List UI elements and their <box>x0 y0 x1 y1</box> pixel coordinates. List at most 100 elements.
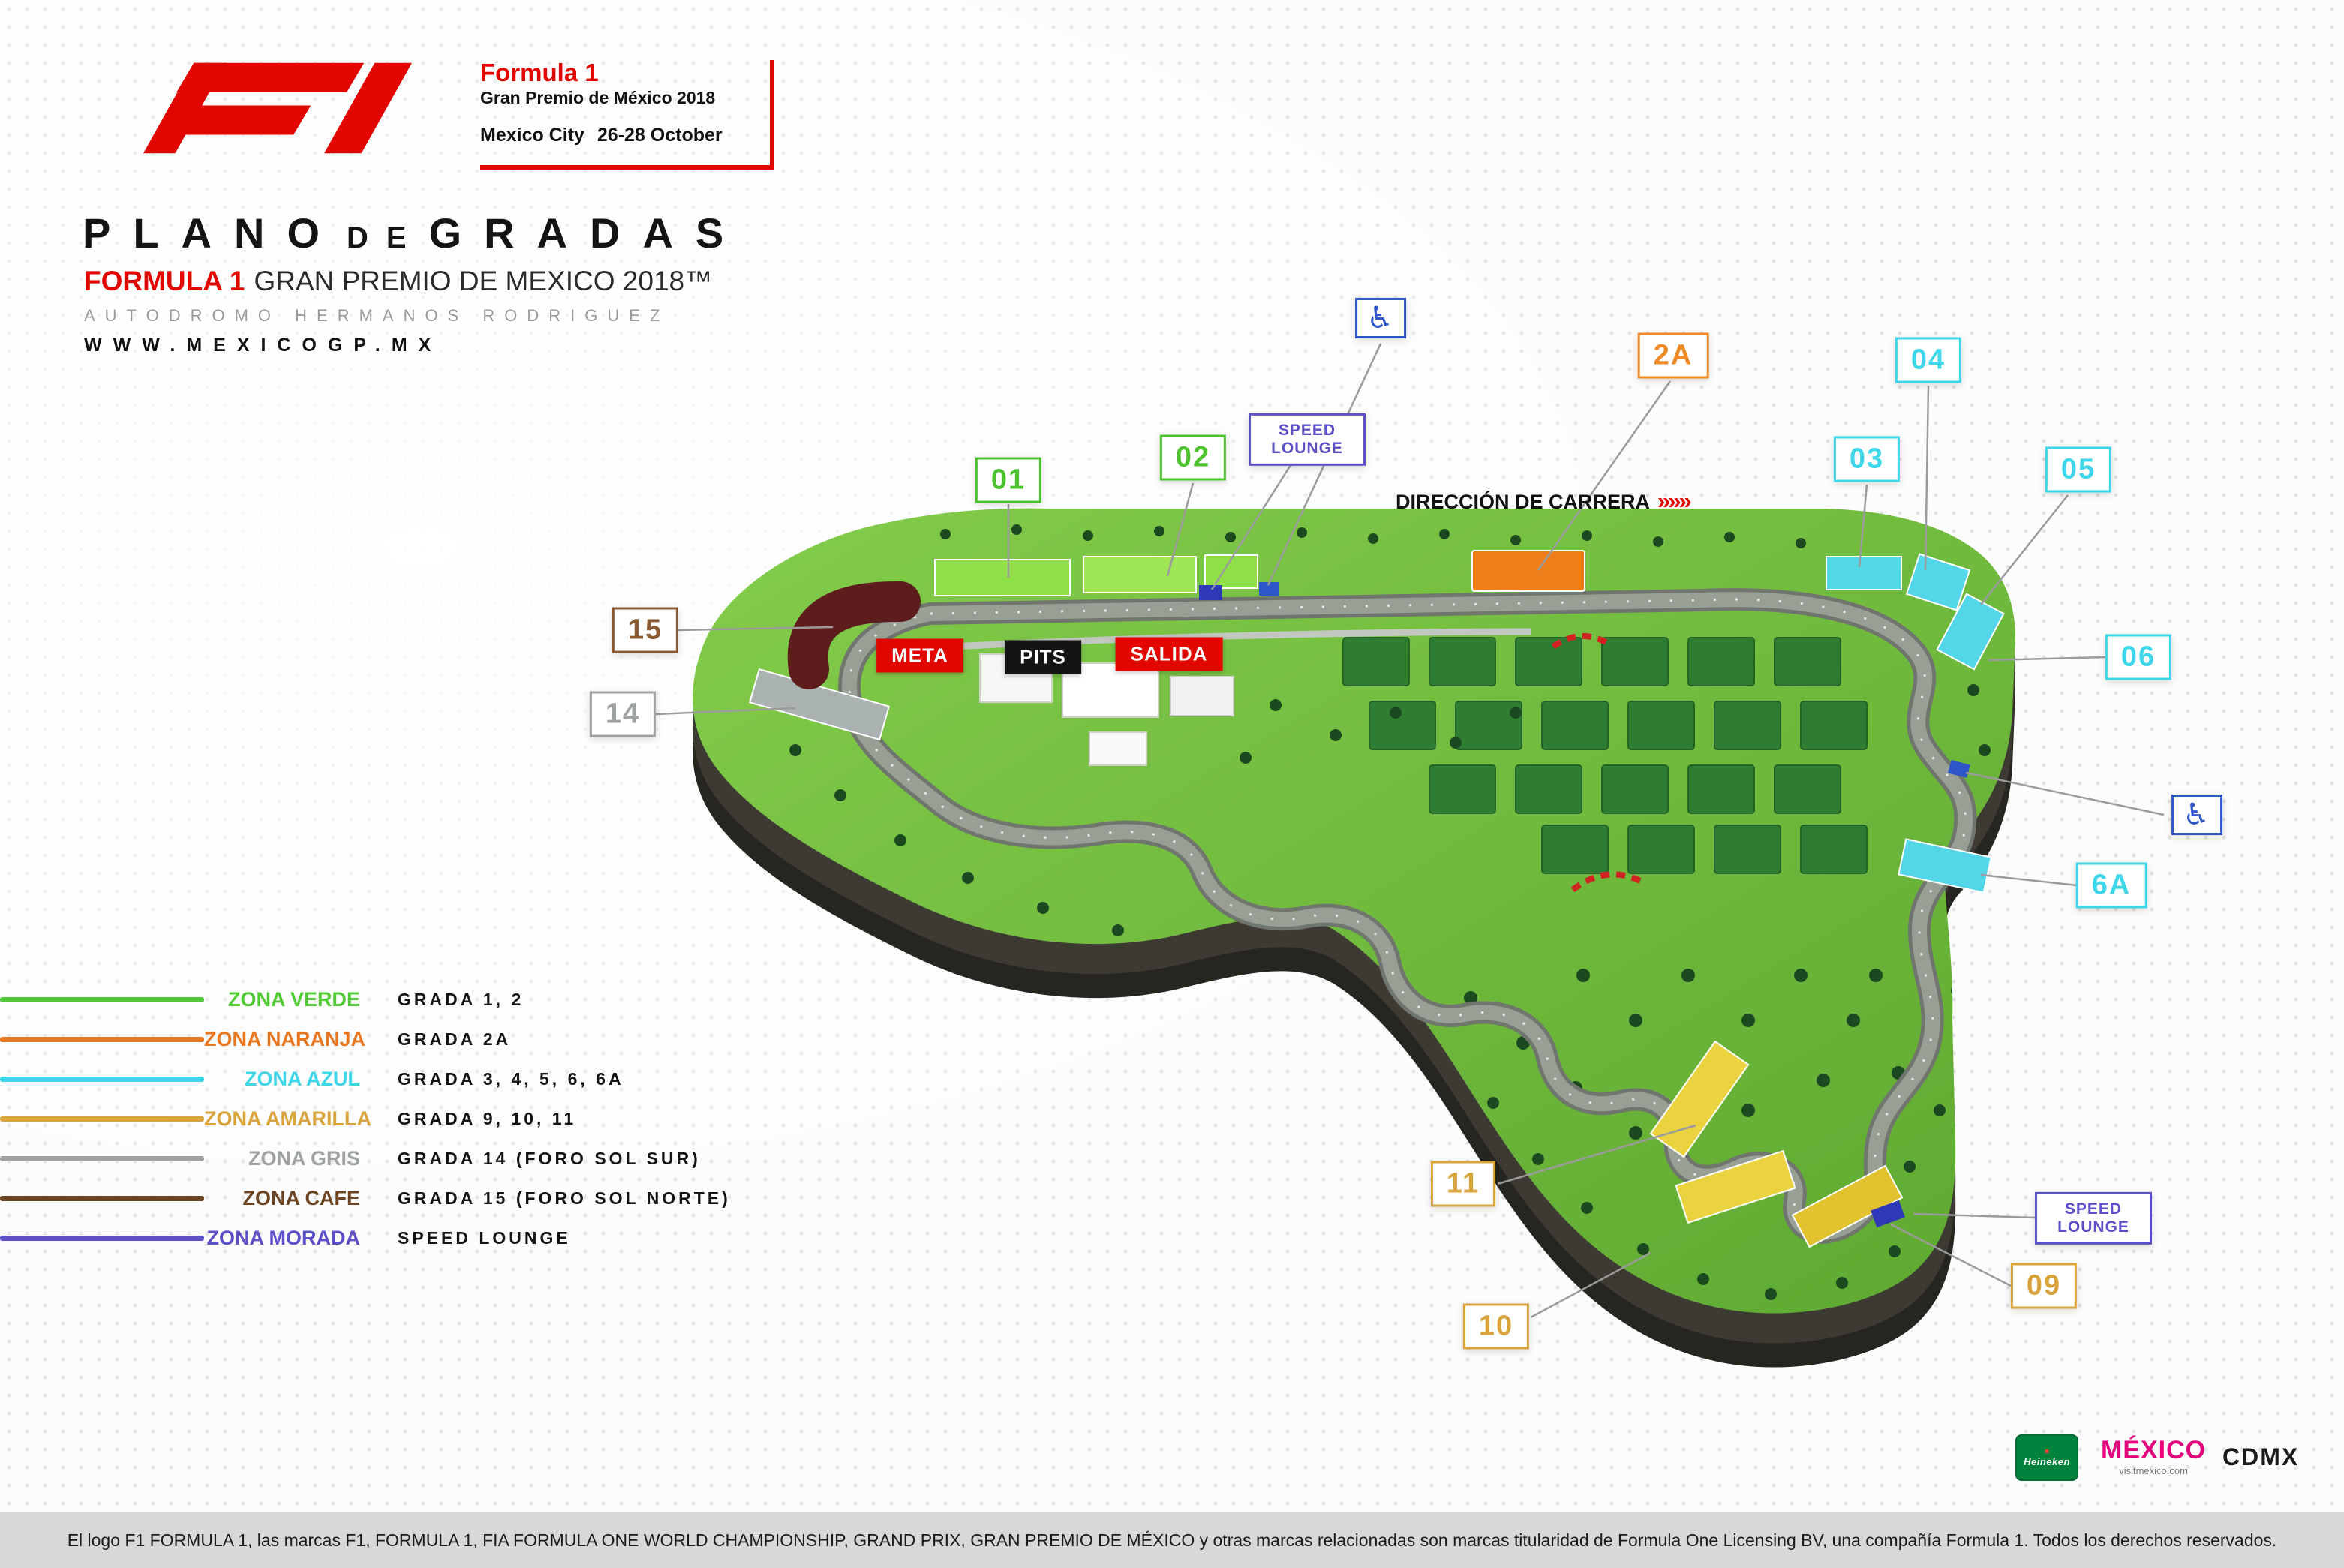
wheelchair-marker-right <box>1948 759 1970 779</box>
pits-label: PITS <box>1005 640 1081 674</box>
legend-zone-label: ZONA GRIS <box>248 1147 360 1170</box>
cdmx-logo: CDMX <box>2222 1443 2300 1470</box>
title-word-3: GRADAS <box>428 209 747 257</box>
wheelchair-access-label-top: ♿ <box>1355 298 1406 338</box>
legend-color-line <box>0 1077 204 1082</box>
wheelchair-access-label-right: ♿ <box>2171 795 2222 835</box>
legend-zone-label: ZONA VERDE <box>227 988 360 1011</box>
stand-02b <box>1204 554 1258 589</box>
grandstand-label-03: 03 <box>1833 436 1901 482</box>
event-brand-block: Formula 1 Gran Premio de México 2018 Mex… <box>480 59 774 170</box>
grandstand-label-2A: 2A <box>1637 332 1709 379</box>
brand-city-row: Mexico City 26-28 October <box>480 125 770 146</box>
speed-lounge-marker-bottom <box>1871 1200 1905 1228</box>
speed-lounge-label-top: SPEED LOUNGE <box>1249 413 1366 467</box>
legend-zone-label: ZONA NARANJA <box>204 1028 365 1050</box>
stand-05-06 <box>1936 593 2005 671</box>
legend-zone-desc: GRADA 1, 2 <box>398 990 524 1009</box>
curb-stadium <box>1570 871 1642 893</box>
stand-10 <box>1675 1149 1796 1224</box>
race-direction-text: DIRECCIÓN DE CARRERA <box>1396 491 1651 513</box>
grandstands <box>748 550 2005 1248</box>
legend-row-cafe: ZONA CAFE GRADA 15 (FORO SOL NORTE) <box>0 1179 731 1218</box>
orchard-blocks <box>1342 637 1868 874</box>
grandstand-label-06: 06 <box>2105 634 2172 680</box>
legend-color-line <box>0 1236 204 1241</box>
mexico-wordmark: MÉXICO <box>2101 1436 2207 1464</box>
f1-logo <box>143 62 413 154</box>
stand-09 <box>1791 1164 1904 1248</box>
stand-2A <box>1471 550 1585 592</box>
legend-row-verde: ZONA VERDE GRADA 1, 2 <box>0 980 731 1020</box>
page-subtitle: FORMULA 1 GRAN PREMIO DE MEXICO 2018™ <box>84 266 712 297</box>
leader-lines <box>655 343 2165 1319</box>
heineken-wordmark: Heineken <box>2024 1456 2070 1467</box>
stand-01 <box>934 559 1071 596</box>
race-direction-arrows-icon: »»» <box>1657 488 1692 514</box>
salida-label: SALIDA <box>1115 637 1223 671</box>
race-direction-label: DIRECCIÓN DE CARRERA »»» <box>1396 488 1692 515</box>
brand-event: Gran Premio de México 2018 <box>480 87 716 107</box>
grandstand-label-15: 15 <box>612 607 679 653</box>
legend-row-morada: ZONA MORADA SPEED LOUNGE <box>0 1218 731 1258</box>
grandstand-label-01: 01 <box>975 457 1042 503</box>
legend-color-line <box>0 997 204 1002</box>
legend-zone-desc: GRADA 14 (FORO SOL SUR) <box>398 1149 701 1168</box>
speed-lounge-label-bottom: SPEED LOUNGE <box>2035 1191 2152 1245</box>
stand-02 <box>1083 556 1197 593</box>
grandstand-label-05: 05 <box>2045 446 2112 493</box>
stand-04 <box>1905 553 1971 611</box>
heineken-logo: ★ Heineken <box>2015 1434 2078 1481</box>
title-word-2: DE <box>347 221 425 254</box>
legend-zone-label: ZONA AZUL <box>245 1068 360 1090</box>
stand-03 <box>1826 556 1902 590</box>
subtitle-brand: FORMULA 1 <box>84 266 245 296</box>
meta-label: META <box>876 638 963 673</box>
legend-zone-desc: GRADA 3, 4, 5, 6, 6A <box>398 1069 624 1089</box>
legal-disclaimer: El logo F1 FORMULA 1, las marcas F1, FOR… <box>67 1530 2277 1550</box>
grandstand-label-10: 10 <box>1462 1303 1530 1350</box>
legend-color-line <box>0 1037 204 1042</box>
legend-zone-label: ZONA CAFE <box>242 1187 361 1209</box>
legend-zone-desc: GRADA 9, 10, 11 <box>398 1109 577 1128</box>
speed-lounge-marker-top <box>1199 585 1222 600</box>
brand-series: Formula 1 <box>480 59 599 86</box>
brand-city: Mexico City <box>480 124 584 146</box>
brand-dates: 26-28 October <box>597 124 723 146</box>
legend-zone-label: ZONA MORADA <box>206 1227 360 1249</box>
title-word-1: PLANO <box>83 209 342 257</box>
stand-15-foro-sol-norte <box>787 581 921 689</box>
visitmexico-url: visitmexico.com <box>2119 1465 2188 1476</box>
legend-zone-desc: GRADA 2A <box>398 1029 512 1049</box>
heineken-star-icon: ★ <box>2043 1447 2051 1456</box>
grandstand-label-04: 04 <box>1895 337 1962 383</box>
grandstand-label-14: 14 <box>589 691 657 737</box>
grandstand-label-6A: 6A <box>2075 862 2147 909</box>
legend-zone-desc: GRADA 15 (FORO SOL NORTE) <box>398 1188 731 1208</box>
legend-row-azul: ZONA AZUL GRADA 3, 4, 5, 6, 6A <box>0 1059 731 1099</box>
footer-bar: El logo F1 FORMULA 1, las marcas F1, FOR… <box>0 1512 2344 1568</box>
stand-14-foro-sol-sur <box>748 668 891 741</box>
visit-mexico-logo: MÉXICO visitmexico.com <box>2101 1437 2206 1476</box>
legend-zone-desc: SPEED LOUNGE <box>398 1228 571 1248</box>
legend-row-amarilla: ZONA AMARILLA GRADA 9, 10, 11 <box>0 1099 731 1139</box>
venue-name: AUTODROMO HERMANOS RODRIGUEZ <box>84 306 670 325</box>
grandstand-label-02: 02 <box>1159 434 1227 481</box>
website-url: WWW.MEXICOGP.MX <box>84 335 443 356</box>
legend-zone-label: ZONA AMARILLA <box>204 1107 371 1130</box>
subtitle-rest: GRAN PREMIO DE MEXICO 2018™ <box>254 266 713 296</box>
legend-row-naranja: ZONA NARANJA GRADA 2A <box>0 1020 731 1059</box>
wheelchair-marker-top <box>1259 582 1279 596</box>
legend-color-line <box>0 1156 204 1161</box>
curb-1 <box>1551 633 1611 650</box>
grandstand-label-11: 11 <box>1430 1161 1496 1207</box>
legend-color-line <box>0 1116 204 1122</box>
legend-color-line <box>0 1196 204 1201</box>
legend-row-gris: ZONA GRIS GRADA 14 (FORO SOL SUR) <box>0 1139 731 1179</box>
grandstand-label-09: 09 <box>2010 1263 2078 1309</box>
stand-11 <box>1649 1040 1750 1158</box>
zone-legend: ZONA VERDE GRADA 1, 2 ZONA NARANJA GRADA… <box>0 980 731 1258</box>
